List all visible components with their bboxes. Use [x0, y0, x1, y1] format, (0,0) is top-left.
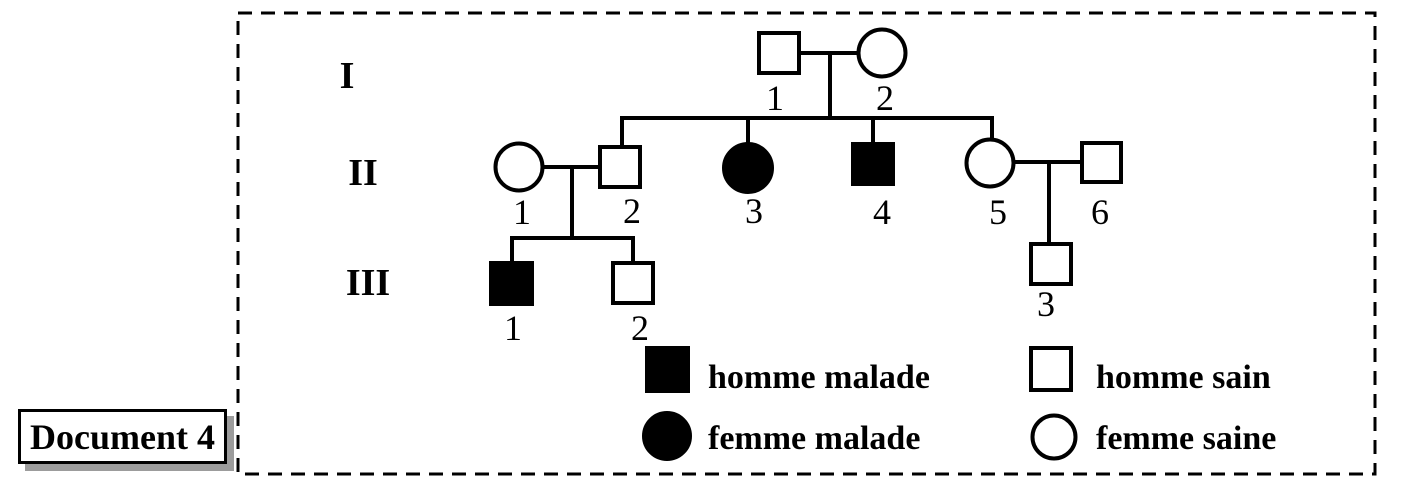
individual-II-6: 6 [1080, 141, 1123, 232]
individual-II-3: 3 [722, 142, 774, 231]
male-open-symbol [1080, 141, 1123, 184]
legend-label: homme sain [1096, 359, 1271, 396]
filled-circle-icon [642, 411, 692, 461]
individual-II-4: 4 [851, 142, 895, 232]
filled-square-icon [645, 346, 690, 393]
individual-number: 1 [766, 78, 784, 118]
individual-number: 3 [1037, 284, 1055, 324]
individual-number: 4 [873, 192, 891, 232]
male-affected-symbol [851, 142, 895, 186]
open-circle-icon [1030, 413, 1078, 461]
individual-II-5: 5 [964, 137, 1016, 232]
individual-II-2: 2 [598, 145, 642, 231]
male-affected-symbol [489, 261, 534, 306]
individual-number: 2 [623, 191, 641, 231]
individual-number: 1 [513, 192, 531, 232]
legend-label: femme malade [708, 420, 920, 457]
generation-label-I: I [340, 55, 355, 97]
legend-label: femme saine [1096, 420, 1276, 457]
male-open-symbol [611, 261, 655, 305]
individual-number: 1 [504, 308, 522, 348]
individual-III-2: 2 [611, 261, 655, 348]
document-label-box: Document 4 [18, 409, 227, 464]
individual-I-2: 2 [856, 27, 908, 118]
male-open-symbol [1029, 242, 1073, 286]
individual-II-1: 1 [493, 141, 545, 232]
male-open-symbol [598, 145, 642, 189]
generation-label-III: III [346, 262, 390, 304]
legend-item-homme-sain: homme sain [1029, 346, 1271, 396]
legend-item-femme-malade: femme malade [642, 411, 920, 461]
individual-I-1: 1 [757, 31, 801, 118]
generation-label-II: II [348, 152, 378, 194]
legend: homme malade femme malade homme sain fem… [642, 346, 1276, 461]
female-affected-symbol [722, 142, 774, 194]
female-open-symbol [493, 141, 545, 193]
individual-III-1: 1 [489, 261, 534, 348]
male-open-symbol [757, 31, 801, 75]
legend-label: homme malade [708, 359, 930, 396]
individual-number: 2 [876, 78, 894, 118]
individual-number: 6 [1091, 192, 1109, 232]
document-label-text: Document 4 [30, 416, 215, 457]
individual-number: 5 [989, 192, 1007, 232]
legend-item-homme-malade: homme malade [645, 346, 930, 396]
female-open-symbol [964, 137, 1016, 189]
legend-item-femme-saine: femme saine [1030, 413, 1276, 461]
individual-number: 2 [631, 308, 649, 348]
individual-number: 3 [745, 191, 763, 231]
individual-III-3: 3 [1029, 242, 1073, 324]
open-square-icon [1029, 346, 1073, 392]
dashed-border [236, 11, 1377, 476]
female-open-symbol [856, 27, 908, 79]
